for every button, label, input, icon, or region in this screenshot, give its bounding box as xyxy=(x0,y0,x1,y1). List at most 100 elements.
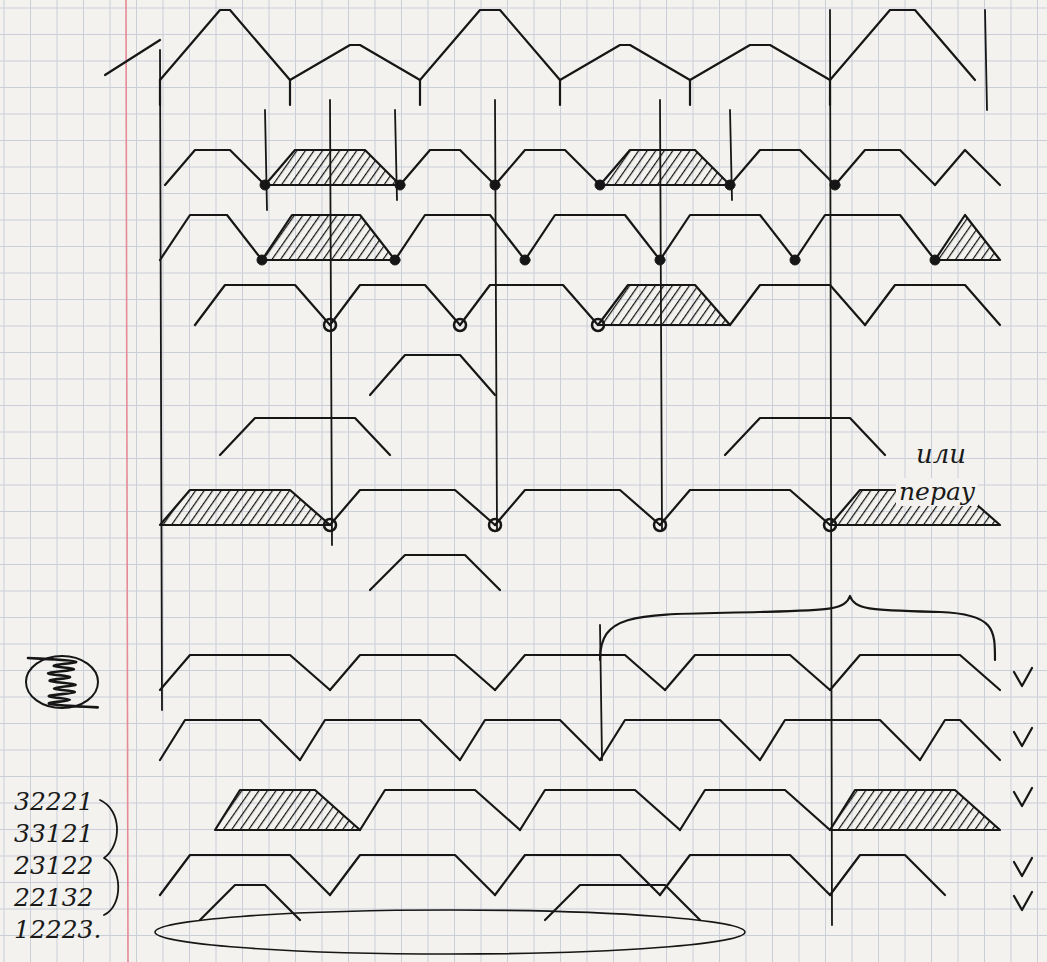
join-dot xyxy=(824,519,836,531)
join-dot xyxy=(790,255,800,265)
check-mark xyxy=(1014,668,1032,686)
pattern-shape xyxy=(830,655,1000,690)
hatched-shape xyxy=(935,215,1000,260)
grid-line xyxy=(746,0,747,962)
grid-line xyxy=(613,0,614,962)
pattern-shape xyxy=(460,720,600,760)
grid-line xyxy=(83,0,84,962)
grid-line xyxy=(1037,0,1038,962)
grid-line xyxy=(0,299,1047,300)
roof-shape xyxy=(830,10,975,80)
circled-area xyxy=(155,910,745,954)
grid-line xyxy=(0,485,1047,486)
pattern-shape xyxy=(495,490,660,525)
pattern-shape xyxy=(330,285,460,325)
grid-line xyxy=(216,0,217,962)
grid-line xyxy=(163,0,164,962)
tick-line xyxy=(289,80,291,105)
note-text: или xyxy=(916,440,966,469)
grid-line xyxy=(1011,0,1012,962)
grid-line xyxy=(0,8,1047,9)
guide-line xyxy=(730,110,732,200)
hatched-shape xyxy=(160,490,330,525)
join-dot xyxy=(390,255,400,265)
grid-line xyxy=(587,0,588,962)
pattern-shape xyxy=(920,720,1000,760)
grid-line xyxy=(0,723,1047,724)
grid-line xyxy=(0,114,1047,115)
pattern-shape xyxy=(160,855,330,895)
guide-line xyxy=(495,100,497,530)
grid-line xyxy=(0,246,1047,247)
number-sequence: 23122 xyxy=(14,852,94,880)
check-mark xyxy=(1014,892,1032,910)
grid-line xyxy=(0,750,1047,751)
grid-line xyxy=(454,0,455,962)
pattern-shape xyxy=(660,490,830,525)
grid-line xyxy=(0,432,1047,433)
roof-shape xyxy=(290,45,420,80)
pattern-shape xyxy=(660,855,830,895)
pattern-shape xyxy=(400,150,495,185)
grid-line xyxy=(0,61,1047,62)
pattern-shape xyxy=(725,418,885,455)
pattern-shape xyxy=(525,215,660,260)
grid-line xyxy=(799,0,800,962)
join-dot xyxy=(930,255,940,265)
join-dot xyxy=(654,519,666,531)
guide-line xyxy=(160,50,162,710)
pattern-shape xyxy=(795,215,935,260)
pattern-shape xyxy=(370,355,495,395)
tick-line xyxy=(689,80,691,105)
grid-line xyxy=(0,882,1047,883)
grid-line xyxy=(0,220,1047,221)
grid-line xyxy=(0,34,1047,35)
roof-shape xyxy=(420,10,560,80)
pattern-shape xyxy=(665,655,830,690)
pattern-shape xyxy=(935,150,1000,185)
hatched-shape xyxy=(215,790,360,830)
grid-line xyxy=(348,0,349,962)
grid-line xyxy=(0,776,1047,777)
number-sequence: 33121 xyxy=(14,820,94,848)
join-dot xyxy=(260,180,270,190)
grid-line xyxy=(57,0,58,962)
grid-line xyxy=(0,458,1047,459)
grid-line xyxy=(375,0,376,962)
join-dot xyxy=(830,180,840,190)
note-text: перау xyxy=(896,478,978,506)
grid-line xyxy=(719,0,720,962)
grid-line xyxy=(0,909,1047,910)
join-dot xyxy=(592,319,604,331)
join-dot xyxy=(595,180,605,190)
hatched-shape xyxy=(598,285,730,325)
grid-line xyxy=(0,564,1047,565)
check-mark xyxy=(1014,728,1032,746)
grid-line xyxy=(640,0,641,962)
check-mark xyxy=(1014,788,1032,806)
number-sequence: 32221 xyxy=(14,788,94,816)
pattern-shape xyxy=(360,790,520,830)
pattern-shape xyxy=(730,150,835,185)
guide-line xyxy=(330,100,332,545)
pattern-shape xyxy=(730,285,865,325)
grid-line xyxy=(0,326,1047,327)
roof-shape xyxy=(690,45,830,80)
grid-line xyxy=(534,0,535,962)
grid-line xyxy=(4,0,5,962)
grid-line xyxy=(0,87,1047,88)
grid-line xyxy=(136,0,137,962)
roof-shape xyxy=(160,10,290,80)
join-dot xyxy=(324,319,336,331)
pattern-shape xyxy=(395,215,525,260)
pattern-shape xyxy=(165,150,265,185)
grid-line xyxy=(0,140,1047,141)
pattern-shape xyxy=(300,720,460,760)
pattern-shape xyxy=(195,285,330,325)
grid-line xyxy=(0,193,1047,194)
grid-line xyxy=(0,273,1047,274)
scribble xyxy=(26,656,98,708)
bracket xyxy=(600,596,995,660)
grid-line xyxy=(30,0,31,962)
